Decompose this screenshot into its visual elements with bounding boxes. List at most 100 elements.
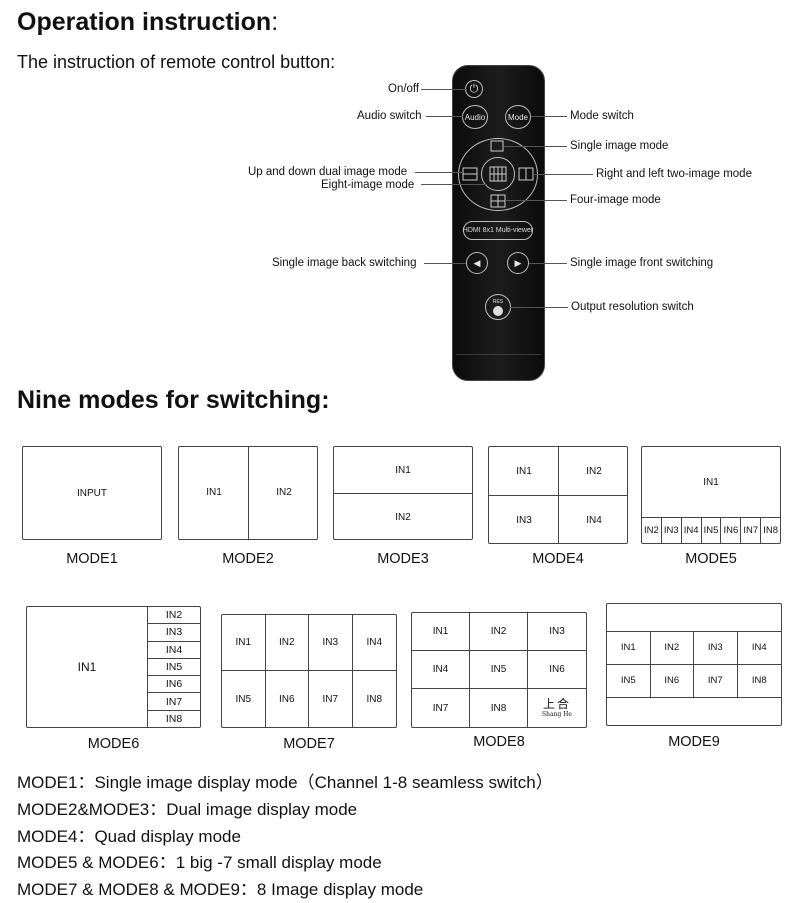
callout-rightleft: Right and left two-image mode <box>596 168 752 180</box>
callout-line-back <box>424 263 466 264</box>
remote-instruction-subtitle: The instruction of remote control button… <box>17 52 335 73</box>
callout-line-onoff <box>421 89 467 90</box>
up-down-dual-icon[interactable] <box>462 167 478 181</box>
callout-updown: Up and down dual image mode <box>248 166 408 178</box>
mode8-cell: IN2 <box>470 613 528 651</box>
mode4-diagram: IN1 IN2 IN3 IN4 <box>488 446 628 544</box>
mode7-cell: IN6 <box>266 671 309 727</box>
callout-front: Single image front switching <box>570 257 714 269</box>
mode6-label: MODE6 <box>87 736 140 752</box>
resolution-button[interactable]: RES <box>485 294 511 320</box>
mode7-cell: IN4 <box>352 615 396 671</box>
mode5-label: MODE5 <box>685 551 737 567</box>
mode1-input: INPUT <box>77 487 107 499</box>
mode7-cell: IN7 <box>309 671 353 727</box>
page-title: Operation instruction: <box>17 8 278 37</box>
back-arrow-icon[interactable]: ◀ <box>466 252 488 274</box>
mode9-cell: IN8 <box>751 675 767 687</box>
callout-four: Four-image mode <box>570 194 661 206</box>
logo-cn-text: 上合 <box>542 697 571 711</box>
mode2-cell: IN2 <box>276 486 292 498</box>
mode8-cell: IN8 <box>470 689 528 727</box>
mode7-cell: IN2 <box>265 615 309 671</box>
mode6-small-cell: IN4 <box>148 642 200 659</box>
mode4-hdivider <box>489 495 627 496</box>
mode9-cell: IN1 <box>607 632 651 665</box>
mode2-divider <box>248 447 249 539</box>
callout-line-four <box>505 200 567 201</box>
callout-line-single <box>504 146 567 147</box>
mode6-vdivider <box>147 607 148 727</box>
mode5-hdivider <box>642 517 780 518</box>
single-image-icon[interactable] <box>490 140 504 152</box>
mode9-cell: IN2 <box>650 632 694 665</box>
mode9-bottom-divider <box>607 697 781 698</box>
mode-description: MODE7 & MODE8 & MODE9：8 Image display mo… <box>17 880 424 899</box>
eight-image-button[interactable] <box>481 157 515 191</box>
eight-grid-icon <box>489 166 507 182</box>
callout-onoff: On/off <box>388 83 420 95</box>
mode-description: MODE1：Single image display mode（Channel … <box>17 773 553 792</box>
mode4-cell: IN3 <box>516 514 532 526</box>
mode8-label: MODE8 <box>473 734 525 750</box>
mode8-cell: IN1 <box>412 613 470 651</box>
mode3-divider <box>334 493 472 494</box>
mode8-cell: IN5 <box>470 651 528 689</box>
mode7-cell: IN8 <box>366 693 383 705</box>
mode3-label: MODE3 <box>377 551 429 567</box>
mode5-big: IN1 <box>703 476 719 488</box>
mode-description: MODE4：Quad display mode <box>17 827 241 846</box>
mode9-label: MODE9 <box>668 734 720 750</box>
audio-button[interactable]: Audio <box>462 105 488 129</box>
callout-line-audio <box>426 116 463 117</box>
mode-button[interactable]: Mode <box>505 105 531 129</box>
mode4-label: MODE4 <box>532 551 584 567</box>
subtitle-text: The instruction of remote control button <box>17 52 331 72</box>
mode2-label: MODE2 <box>222 551 274 567</box>
mode-description: MODE2&MODE3：Dual image display mode <box>17 800 358 819</box>
mode4-cell: IN2 <box>586 465 602 477</box>
mode5-small-cell: IN5 <box>702 518 722 543</box>
mode5-small-cell: IN7 <box>741 518 762 543</box>
mode8-cell: IN6 <box>528 651 586 689</box>
callout-line-rightleft <box>533 174 593 175</box>
mode1-diagram: INPUT <box>22 446 162 540</box>
remote-bottom-cap <box>456 354 541 379</box>
four-image-icon[interactable] <box>490 194 506 208</box>
power-icon[interactable]: ⏻ <box>465 80 483 98</box>
mode7-cell: IN1 <box>222 615 266 671</box>
mode9-cell: IN6 <box>651 664 694 697</box>
callout-resolution: Output resolution switch <box>571 301 694 313</box>
mode7-cell: IN5 <box>222 671 266 727</box>
mode3-cell: IN1 <box>395 464 411 476</box>
right-left-dual-icon[interactable] <box>518 167 534 181</box>
mode2-cell: IN1 <box>206 486 222 498</box>
mode6-big: IN1 <box>77 660 97 674</box>
mode8-cell: IN7 <box>412 689 470 727</box>
mode8-cell: IN3 <box>528 613 586 651</box>
mode8-cell: IN4 <box>412 651 470 689</box>
res-label: RES <box>492 298 504 305</box>
mode6-small-cell: IN8 <box>165 712 183 725</box>
callout-line-front <box>529 263 567 264</box>
mode7-cell: IN3 <box>309 615 353 671</box>
callout-mode: Mode switch <box>570 110 634 122</box>
mode5-small-cell: IN4 <box>682 518 702 543</box>
mode9-cell: IN4 <box>737 632 781 665</box>
mode4-cell: IN4 <box>586 514 602 526</box>
mode6-small-cell: IN3 <box>148 624 200 642</box>
callout-line-mode <box>531 116 567 117</box>
mode9-cell: IN3 <box>694 632 738 665</box>
callout-back: Single image back switching <box>272 257 417 269</box>
mode-description: MODE5 & MODE6：1 big -7 small display mod… <box>17 853 382 872</box>
front-arrow-icon[interactable]: ▶ <box>507 252 529 274</box>
mode1-label: MODE1 <box>66 551 118 567</box>
mode5-small-cell: IN3 <box>662 518 682 543</box>
